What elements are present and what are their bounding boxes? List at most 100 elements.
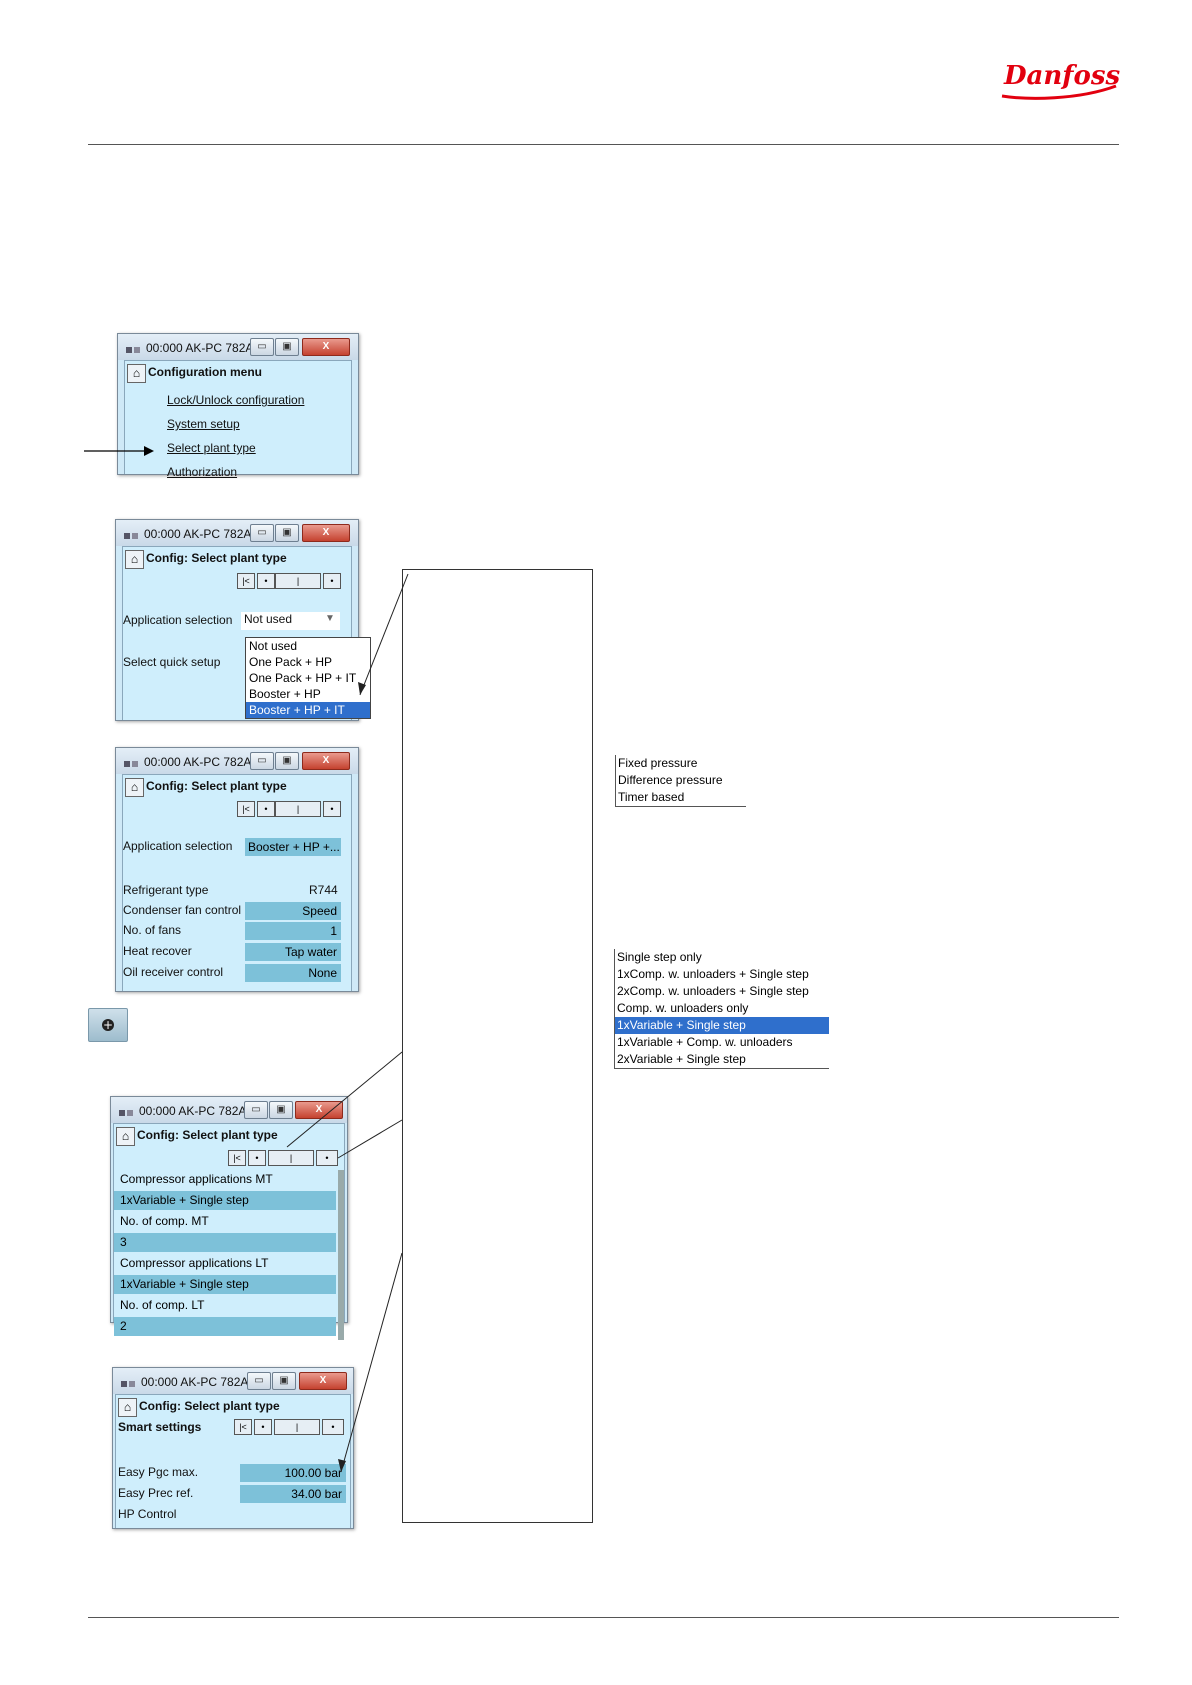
dropdown-option[interactable]: Booster + HP [249,687,321,701]
next-page-button[interactable]: • [323,573,341,589]
screen-heading: Config: Select plant type [146,779,287,793]
application-selection-value[interactable]: Booster + HP +... [245,838,341,856]
home-icon[interactable]: ⌂ [116,1127,135,1146]
close-button[interactable]: X [302,752,350,770]
quick-setup-label: Select quick setup [123,655,221,669]
smart-settings-heading: Smart settings [118,1420,202,1434]
heat-recover-value[interactable]: Tap water [245,943,341,961]
page-slider[interactable]: | [275,801,321,817]
home-icon[interactable]: ⌂ [127,364,146,383]
maximize-button[interactable]: ▣ [275,524,299,542]
application-selection-label: Application selection [123,613,233,627]
easy-prec-ref-label: Easy Prec ref. [118,1486,194,1500]
page-navigator: |< • | • [237,801,341,817]
page-slider[interactable]: | [275,573,321,589]
close-button[interactable]: X [295,1101,343,1119]
prev-page-button[interactable]: • [248,1150,266,1166]
hp-control-label: HP Control [118,1507,177,1521]
first-page-button[interactable]: |< [234,1419,252,1435]
maximize-button[interactable]: ▣ [272,1372,296,1390]
dropdown-option[interactable]: One Pack + HP + IT [249,671,357,685]
dropdown-option-selected[interactable]: Booster + HP + IT [246,702,370,718]
pressure-option[interactable]: Timer based [618,790,685,804]
compressor-options-list: Single step only 1xComp. w. unloaders + … [614,949,829,1069]
titlebar: 00:000 AK-PC 782A ▭ ▣ X [113,1368,353,1394]
pressure-option[interactable]: Difference pressure [618,773,723,787]
compressor-applications-lt-value[interactable]: 1xVariable + Single step [114,1275,336,1294]
window-title: 00:000 AK-PC 782A [144,755,252,769]
menu-item-authorization[interactable]: Authorization [167,465,238,479]
close-button[interactable]: X [299,1372,347,1390]
next-page-button[interactable]: • [322,1419,344,1435]
minimize-button[interactable]: ▭ [250,338,274,356]
first-page-button[interactable]: |< [237,801,255,817]
dropdown-option[interactable]: Not used [249,639,298,653]
minimize-button[interactable]: ▭ [250,752,274,770]
page-slider[interactable]: | [274,1419,320,1435]
first-page-button[interactable]: |< [237,573,255,589]
menu-item-system-setup[interactable]: System setup [167,417,240,431]
svg-text:+: + [103,1018,113,1032]
dropdown-option[interactable]: One Pack + HP [249,655,333,669]
compressor-option-selected[interactable]: 1xVariable + Single step [615,1017,829,1034]
titlebar: 00:000 AK-PC 782A ▭ ▣ X [116,520,358,546]
application-selection-value[interactable]: Not used [241,612,340,630]
menu-item-select-plant-type[interactable]: Select plant type [167,441,256,455]
home-icon[interactable]: ⌂ [118,1398,137,1417]
minimize-button[interactable]: ▭ [250,524,274,542]
menu-heading: Configuration menu [148,365,262,379]
page-navigator: |< • | • [234,1419,344,1435]
chevron-down-icon[interactable]: ▼ [325,613,335,624]
compressor-applications-mt-value[interactable]: 1xVariable + Single step [114,1191,336,1210]
easy-prec-ref-value[interactable]: 34.00 bar [240,1485,346,1503]
compressor-applications-mt-label: Compressor applications MT [120,1172,273,1186]
condenser-fan-control-label: Condenser fan control [123,903,242,917]
plant-type-window-4: 00:000 AK-PC 782A ▭ ▣ X ⌂ Config: Select… [112,1367,354,1529]
prev-page-button[interactable]: • [254,1419,272,1435]
network-icon [119,1105,133,1116]
plant-type-window-2: 00:000 AK-PC 782A ▭ ▣ X ⌂ Config: Select… [115,747,359,992]
no-of-comp-mt-value[interactable]: 3 [114,1233,336,1252]
close-button[interactable]: X [302,338,350,356]
window-title: 00:000 AK-PC 782A [141,1375,249,1389]
config-menu-window: 00:000 AK-PC 782A ▭ ▣ X ⌂ Configuration … [117,333,359,479]
page-slider[interactable]: | [268,1150,314,1166]
oil-receiver-control-value[interactable]: None [245,964,341,982]
easy-pgc-max-value[interactable]: 100.00 bar [240,1464,346,1482]
svg-text:Danfoss: Danfoss [1003,61,1120,91]
network-icon [121,1376,135,1387]
home-icon[interactable]: ⌂ [125,778,144,797]
home-icon[interactable]: ⌂ [125,550,144,569]
compressor-option[interactable]: Comp. w. unloaders only [617,1001,749,1015]
prev-page-button[interactable]: • [257,801,275,817]
menu-item-lock-unlock[interactable]: Lock/Unlock configuration [167,393,305,407]
refrigerant-type-label: Refrigerant type [123,883,209,897]
maximize-button[interactable]: ▣ [269,1101,293,1119]
condenser-fan-control-value[interactable]: Speed [245,902,341,920]
maximize-button[interactable]: ▣ [275,752,299,770]
pointer-arrow [84,446,154,456]
next-page-button[interactable]: • [323,801,341,817]
compressor-option[interactable]: 2xComp. w. unloaders + Single step [617,984,809,998]
next-page-button[interactable]: • [316,1150,338,1166]
compressor-option[interactable]: Single step only [617,950,702,964]
no-of-fans-label: No. of fans [123,923,182,937]
compressor-option[interactable]: 2xVariable + Single step [617,1052,746,1066]
first-page-button[interactable]: |< [228,1150,246,1166]
plant-type-window-3: 00:000 AK-PC 782A ▭ ▣ X ⌂ Config: Select… [110,1096,348,1340]
callout-box [402,569,593,1523]
scrollbar[interactable] [338,1170,344,1340]
prev-page-button[interactable]: • [257,573,275,589]
minimize-button[interactable]: ▭ [247,1372,271,1390]
close-button[interactable]: X [302,524,350,542]
minimize-button[interactable]: ▭ [244,1101,268,1119]
pressure-option[interactable]: Fixed pressure [618,756,698,770]
compressor-option[interactable]: 1xVariable + Comp. w. unloaders [617,1035,793,1049]
window-client: ⌂ Configuration menu Lock/Unlock configu… [124,360,352,479]
no-of-fans-value[interactable]: 1 [245,922,341,940]
header-rule [88,144,1119,145]
no-of-comp-lt-value[interactable]: 2 [114,1317,336,1336]
maximize-button[interactable]: ▣ [275,338,299,356]
no-of-comp-lt-label: No. of comp. LT [120,1298,205,1312]
compressor-option[interactable]: 1xComp. w. unloaders + Single step [617,967,809,981]
